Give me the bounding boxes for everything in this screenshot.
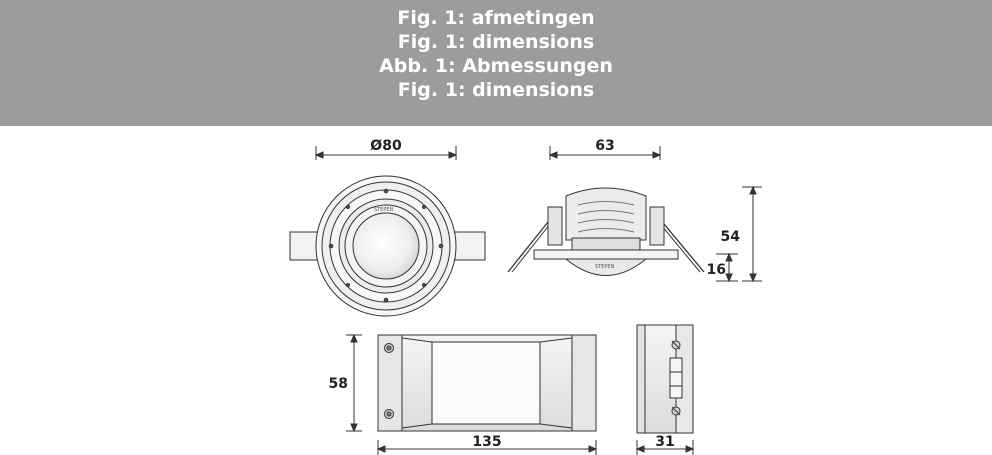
power-box-side — [636, 324, 694, 434]
power-box-front — [377, 334, 597, 432]
dim-box-length — [376, 440, 598, 455]
flange — [533, 249, 679, 260]
sensor-side-view: STEPEN — [507, 187, 705, 276]
dim-flange-label: 16 — [707, 262, 726, 278]
dim-box-height-label: 58 — [329, 376, 348, 392]
dim-box-depth — [635, 440, 695, 455]
caption-line-nl: Fig. 1: afmetingen — [397, 7, 595, 29]
dim-top-width-label: 63 — [595, 138, 614, 154]
left-mounting-tab — [289, 231, 321, 261]
dim-flange — [716, 252, 738, 283]
dim-diameter-label: Ø80 — [370, 138, 402, 154]
dim-height-label: 54 — [721, 229, 741, 245]
logo-side-view: STEPEN — [595, 264, 615, 270]
dim-box-height — [346, 333, 362, 433]
figure-caption-header: Fig. 1: afmetingen Fig. 1: dimensions Ab… — [0, 0, 992, 126]
caption-line-en: Fig. 1: dimensions — [397, 31, 595, 53]
sensor-dome — [564, 258, 648, 276]
dim-box-length-label: 135 — [472, 434, 501, 450]
terminal-block — [669, 357, 683, 399]
dim-box-depth-label: 31 — [655, 434, 674, 450]
caption-line-fr: Fig. 1: dimensions — [397, 79, 595, 101]
right-mounting-tab — [454, 231, 486, 261]
caption-line-de: Abb. 1: Abmessungen — [379, 55, 613, 77]
dim-top-width — [548, 146, 662, 160]
sensor-lens — [352, 212, 420, 280]
logo-top-view: STEPEN — [374, 207, 394, 213]
dim-height — [742, 185, 762, 283]
sensor-top-view: STEPEN — [289, 175, 486, 317]
dim-diameter — [314, 146, 458, 160]
